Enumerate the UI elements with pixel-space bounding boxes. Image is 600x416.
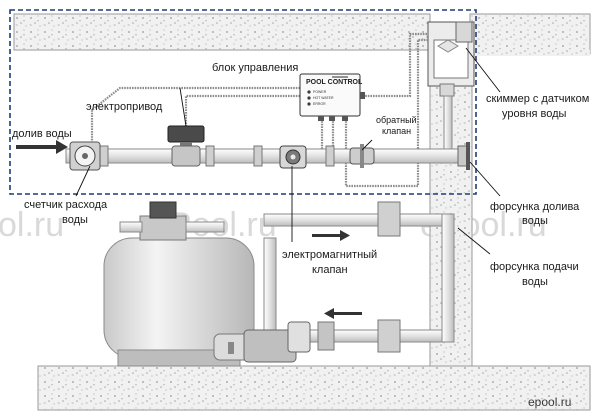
label-actuator: электропривод (86, 101, 163, 113)
watermark-left: ol.ru (0, 206, 64, 244)
top-right-wall (469, 13, 591, 55)
solenoid-valve (279, 145, 307, 169)
led-label-power: POWER (313, 90, 327, 94)
flow-meter (69, 141, 101, 171)
control-unit: POOL CONTROL POWER HOT WATER ERROR (299, 73, 365, 121)
refill-pipe (65, 142, 470, 170)
label-supply-nozzle-1: форсунка подачи (490, 261, 579, 273)
actuator (167, 125, 205, 143)
valve-lower (377, 319, 401, 353)
lower-pipework (263, 201, 455, 353)
label-solenoid-2: клапан (312, 264, 348, 276)
arrow-inlet-icon (16, 140, 68, 154)
top-wall (13, 13, 431, 51)
label-control-unit: блок управления (212, 62, 298, 74)
leader-lines (75, 47, 501, 255)
sand-filter (103, 201, 255, 367)
label-skimmer-1: скиммер с датчиком (486, 93, 589, 105)
control-cables (90, 32, 428, 188)
led-label-error: ERROR (313, 102, 326, 106)
label-refill-nozzle-2: воды (522, 215, 548, 227)
led-error-icon (307, 102, 311, 106)
floor (37, 365, 591, 411)
label-meter-1: счетчик расхода (24, 199, 108, 211)
labels: блок управления электропривод долив воды… (12, 62, 589, 288)
arrow-upper-icon (312, 230, 350, 241)
flow-arrows (16, 140, 362, 319)
led-hot-water-icon (307, 96, 311, 100)
label-check-valve-1: обратный (376, 115, 417, 125)
motorized-valve (167, 125, 205, 167)
label-inlet: долив воды (12, 128, 72, 140)
multiport-valve (139, 215, 187, 241)
arrow-lower-icon (324, 308, 362, 319)
label-solenoid-1: электромагнитный (282, 249, 377, 261)
label-meter-2: воды (62, 214, 88, 226)
dashed-frame (9, 9, 477, 195)
pump (213, 321, 311, 363)
label-check-valve-2: клапан (382, 126, 411, 136)
led-label-hot-water: HOT WATER (313, 96, 334, 100)
label-refill-nozzle-1: форсунка долива (490, 201, 580, 213)
skimmer (427, 21, 475, 153)
logo-watermark: epool.ru (528, 395, 571, 409)
label-supply-nozzle-2: воды (522, 276, 548, 288)
led-power-icon (307, 90, 311, 94)
label-skimmer-2: уровня воды (502, 108, 567, 120)
valve-upper (377, 201, 401, 237)
control-unit-title: POOL CONTROL (306, 79, 363, 86)
check-valve (349, 144, 375, 168)
